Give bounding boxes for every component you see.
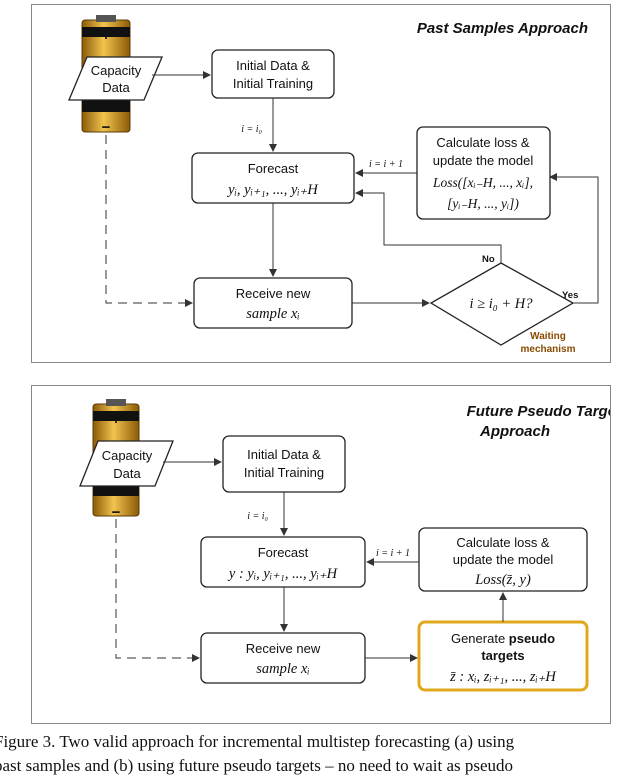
pseudo-line-2: targets — [481, 648, 524, 663]
figure-caption: Figure 3. Two valid approach for increme… — [0, 730, 640, 778]
battery-minus: − — [102, 119, 111, 136]
caption-line-2: past samples and (b) using future pseudo… — [0, 756, 514, 775]
arrow-no-to-forecast — [355, 189, 502, 263]
waiting-line-2: mechanism — [520, 344, 575, 355]
capacity-label-1: Capacity — [91, 63, 142, 78]
panel-future-pseudo-targets: Future Pseudo Targets Approach + − Capac… — [31, 385, 611, 724]
dashed-arrow-capacity-to-receive — [105, 135, 193, 307]
capacity-label-2: Data — [102, 80, 130, 95]
receive-line-2: sample xᵢ — [246, 306, 299, 322]
initial-line-2: Initial Training — [244, 465, 324, 480]
no-label: No — [482, 254, 495, 265]
initial-training-box — [222, 435, 346, 493]
loss-line-2: update the model — [433, 153, 534, 168]
initial-line-1: Initial Data & — [236, 58, 310, 73]
receive-line-2: sample xᵢ — [256, 661, 309, 677]
loss-line-1: Calculate loss & — [436, 135, 530, 150]
panel-b-title-2: Approach — [479, 423, 550, 440]
forecast-box — [200, 536, 366, 588]
calculate-loss-box — [418, 527, 588, 592]
decision-diamond — [429, 262, 575, 346]
decision-label: i ≥ i₀ + H? — [469, 296, 533, 312]
capacity-label-2: Data — [113, 466, 141, 481]
yes-label: Yes — [562, 290, 578, 301]
dashed-arrow-capacity-to-receive — [115, 519, 200, 662]
pseudo-line-1-prefix: Generate — [451, 631, 509, 646]
pseudo-line-1: Generate pseudo — [451, 631, 555, 646]
arrow-yes-to-loss — [549, 173, 599, 304]
battery-plus: + — [102, 27, 111, 44]
receive-line-1: Receive new — [246, 641, 321, 656]
pseudo-line-1-bold: pseudo — [509, 631, 555, 646]
panel-past-samples: Past Samples Approach + − Capacity Data … — [31, 4, 611, 363]
increment-label: i = i + 1 — [369, 159, 403, 170]
diagram-past-samples: Past Samples Approach + − Capacity Data … — [68, 15, 599, 355]
panel-b-title-1: Future Pseudo Targets — [467, 403, 610, 420]
forecast-title: Forecast — [258, 545, 309, 560]
forecast-title: Forecast — [248, 161, 299, 176]
forecast-formula: y : yᵢ, yᵢ₊₁, ..., yᵢ₊H — [227, 566, 339, 582]
initial-line-1: Initial Data & — [247, 447, 321, 462]
battery-minus: − — [112, 504, 121, 521]
battery-plus: + — [112, 411, 121, 428]
init-label: i = i₀ — [241, 124, 262, 135]
receive-line-1: Receive new — [236, 286, 311, 301]
init-label: i = i₀ — [247, 511, 268, 522]
initial-line-2: Initial Training — [233, 76, 313, 91]
capacity-data-node — [79, 440, 174, 487]
panel-a-title: Past Samples Approach — [417, 20, 588, 37]
loss-line-3: Loss(z̄, y) — [474, 572, 531, 588]
diagram-future-pseudo-targets: Future Pseudo Targets Approach + − Capac… — [79, 399, 610, 692]
loss-line-2: update the model — [453, 552, 554, 567]
capacity-label-1: Capacity — [102, 448, 153, 463]
pseudo-formula: z̄ : xᵢ, zᵢ₊₁, ..., zᵢ₊H — [449, 669, 557, 685]
waiting-line-1: Waiting — [530, 331, 566, 342]
loss-line-4: [yᵢ₋H, ..., yᵢ]) — [447, 196, 519, 211]
caption-line-1: Figure 3. Two valid approach for increme… — [0, 732, 515, 751]
loss-line-3: Loss([xᵢ₋H, ..., xᵢ], — [432, 175, 533, 190]
capacity-data-node — [68, 56, 163, 101]
loss-line-1: Calculate loss & — [456, 535, 550, 550]
forecast-formula: yᵢ, yᵢ₊₁, ..., yᵢ₊H — [226, 182, 319, 198]
increment-label: i = i + 1 — [376, 548, 410, 559]
